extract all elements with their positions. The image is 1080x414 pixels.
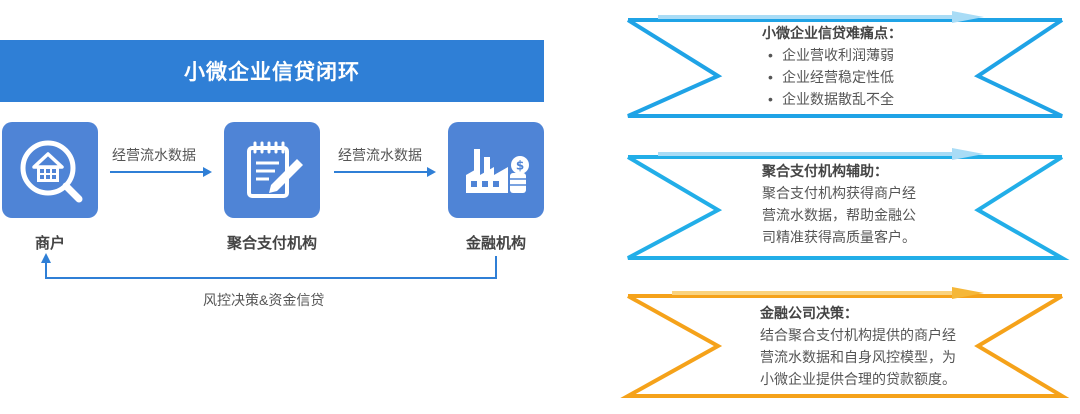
svg-text:$: $	[516, 159, 524, 173]
finance-decision-line: 营流水数据和自身风控模型，为	[760, 349, 956, 365]
payment-assist-line: 司精准获得高质量客户。	[762, 229, 916, 245]
store-magnifier-icon	[20, 140, 83, 203]
pain-points-panel: 小微企业信贷难痛点： 企业营收利润薄弱 企业经营稳定性低 企业数据散乱不全	[762, 22, 982, 110]
arrow-finance-to-merchant	[41, 253, 497, 279]
notepad-pen-icon	[247, 141, 303, 198]
list-item: 企业经营稳定性低	[762, 66, 982, 88]
payment-assist-heading: 聚合支付机构辅助：	[762, 163, 888, 179]
flow-label-payment-to-finance: 经营流水数据	[338, 147, 422, 163]
flow-label-merchant-to-payment: 经营流水数据	[112, 147, 196, 163]
payment-assist-panel: 聚合支付机构辅助： 聚合支付机构获得商户经 营流水数据，帮助金融公 司精准获得高…	[762, 160, 982, 248]
merchant-node	[2, 122, 98, 218]
payment-org-node	[224, 122, 320, 218]
list-item: 企业数据散乱不全	[762, 88, 982, 110]
panel-outlines	[620, 11, 1070, 398]
payment-assist-line: 营流水数据，帮助金融公	[762, 207, 916, 223]
list-item: 企业营收利润薄弱	[762, 44, 982, 66]
finance-decision-panel-shape	[620, 287, 1070, 398]
finance-decision-panel: 金融公司决策： 结合聚合支付机构提供的商户经 营流水数据和自身风控模型，为 小微…	[760, 302, 1000, 390]
pain-points-panel-shape	[626, 11, 1064, 118]
flow-label-finance-to-merchant: 风控决策&资金信贷	[203, 292, 325, 308]
diagram-title: 小微企业信贷闭环	[0, 40, 544, 102]
payment-assist-line: 聚合支付机构获得商户经	[762, 185, 916, 201]
payment-org-label: 聚合支付机构	[226, 235, 317, 252]
finance-decision-line: 小微企业提供合理的贷款额度。	[760, 371, 956, 387]
arrow-payment-to-finance	[334, 167, 436, 177]
finance-decision-line: 结合聚合支付机构提供的商户经	[760, 327, 956, 343]
merchant-label: 商户	[34, 235, 65, 252]
pain-points-heading: 小微企业信贷难痛点：	[762, 25, 902, 41]
finance-decision-heading: 金融公司决策：	[760, 305, 858, 321]
flow-arrows	[41, 167, 497, 279]
payment-assist-panel-shape	[626, 148, 1070, 260]
pain-points-list: 企业营收利润薄弱 企业经营稳定性低 企业数据散乱不全	[762, 44, 982, 110]
factory-coins-icon: $	[466, 149, 529, 193]
finance-org-node: $	[448, 122, 544, 218]
arrow-merchant-to-payment	[110, 167, 212, 177]
finance-org-label: 金融机构	[465, 235, 526, 252]
